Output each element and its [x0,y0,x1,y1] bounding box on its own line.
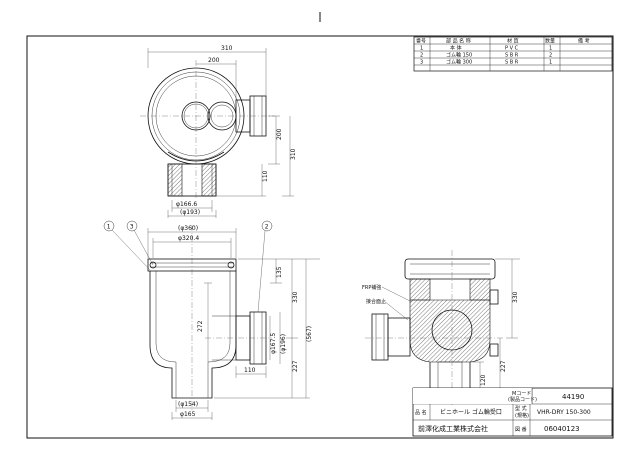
dim-front-dia-154: (φ154) [178,401,198,408]
dim-front-135: 135 [276,266,283,278]
table-cell: S B R [505,60,519,66]
table-header-material: 材 質 [507,38,519,45]
title-name-label: 品 名 [415,409,427,416]
table-cell: 3 [420,60,423,66]
table-header-name: 部 品 名 称 [446,38,471,45]
dim-side-227: 227 [500,360,507,372]
title-model-label-2: (規格) [515,412,529,419]
side-view: FRP補強 接合面止 330 227 120 [362,250,520,405]
title-name-value: ビニホール ゴム輪受口 [440,408,502,416]
table-header-no: 番号 [416,38,426,45]
table-cell: ゴム輪 150 [446,52,472,59]
dim-front-567: (567) [306,326,313,342]
dim-top-dia-inner: φ166.6 [176,201,197,208]
table-cell: 1 [420,46,423,52]
title-block: Mコード (製品コード) 44190 品 名 ビニホール ゴム輪受口 型 式 (… [412,387,613,437]
balloon-1 [103,220,115,232]
dim-top-vert-110: 110 [262,170,269,182]
dim-front-330: 330 [292,291,299,303]
dim-front-227: 227 [292,360,299,372]
title-company: 前澤化成工業株式会社 [418,424,488,433]
table-cell: 本 体 [450,45,462,52]
dim-front-dia-167: φ167.5 [270,333,277,354]
dim-front-272: 272 [197,320,204,332]
dim-top-vert-310: 310 [290,148,297,160]
balloon-2-label: 2 [265,224,269,231]
dim-front-dia-165: φ165 [180,411,196,418]
balloon-2 [261,220,273,232]
front-view: (φ360) φ320.4 135 330 (567) 227 272 φ167… [103,220,320,420]
table-header-remarks: 備 考 [578,38,590,45]
table-cell: P V C [505,46,519,52]
drawing-border [26,35,614,439]
dim-top-dia-outer: (φ193) [180,209,200,216]
table-cell: S B R [505,53,519,59]
title-code-label-2: (製品コード) [508,396,537,403]
title-model-label-1: 型 式 [515,405,527,412]
table-cell: 2 [549,53,552,59]
dim-front-110: 110 [244,367,256,374]
label-frp: FRP補強 [362,284,381,291]
title-code-label-1: Mコード [512,391,531,397]
title-drawing-label: 図 番 [515,426,527,433]
balloon-3 [126,220,138,232]
title-code-value: 44190 [562,393,584,401]
dim-top-vert-200: 200 [276,128,283,140]
dim-top-200: 200 [208,57,220,64]
balloon-3-label: 3 [130,224,134,231]
title-drawing-value: 06040123 [544,425,580,433]
title-model-value: VHR-DRY 150-300 [537,409,591,416]
dim-front-dia-320: φ320.4 [178,235,199,242]
dim-side-330: 330 [512,291,519,303]
table-cell: ゴム輪 300 [446,59,472,66]
label-seal: 接合面止 [366,298,386,305]
balloon-1-label: 1 [107,224,111,231]
top-view: 310 200 200 310 110 φ166.6 (φ193) [140,45,297,218]
dim-side-120: 120 [480,374,487,386]
table-cell: 2 [420,53,423,59]
parts-table: 番号 部 品 名 称 材 質 数量 備 考 1 本 体 P V C 1 2 ゴム… [413,36,613,72]
dim-front-dia-360: (φ360) [178,225,198,232]
table-header-qty: 数量 [545,38,555,45]
table-cell: 1 [549,60,552,66]
dim-top-310: 310 [221,45,233,52]
dim-front-dia-196: (φ196) [280,334,287,354]
table-cell: 1 [549,46,552,52]
